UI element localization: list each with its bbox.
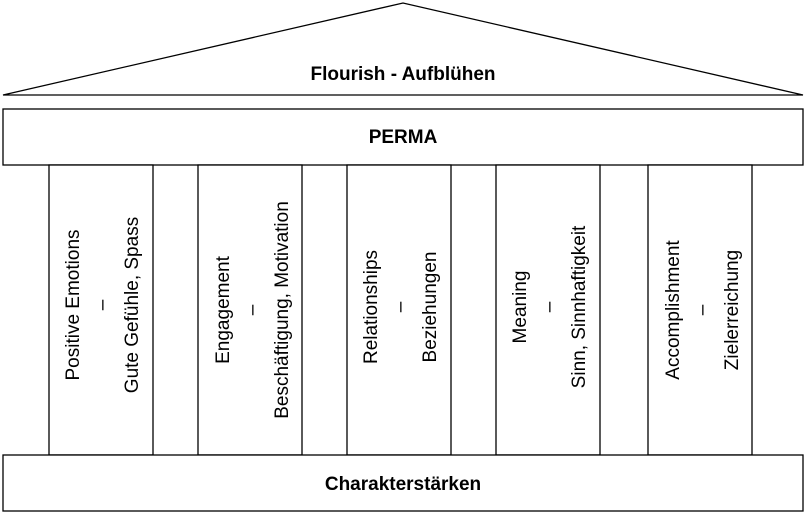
roof-label: Flourish - Aufblühen: [310, 64, 495, 85]
pillar-box: [197, 164, 303, 456]
pillar-meaning: Meaning – Sinn, Sinnhaftigkeit: [495, 164, 601, 456]
pillar-line2: Zielerreichung: [722, 250, 743, 370]
pillar-box: [346, 164, 452, 456]
base-label: Charakterstärken: [325, 474, 481, 495]
pillar-box: [495, 164, 601, 456]
pillar-line2: Beziehungen: [420, 252, 441, 363]
beam-label: PERMA: [369, 127, 438, 148]
pillar-line2: Sinn, Sinnhaftigkeit: [569, 225, 590, 388]
pillar-box: [647, 164, 753, 456]
pillar-relationships: Relationships – Beziehungen: [346, 164, 452, 456]
pillar-line1: Positive Emotions: [63, 229, 84, 380]
pillar-dash: –: [539, 301, 560, 312]
pillar-dash: –: [92, 299, 113, 310]
pillar-dash: –: [692, 304, 713, 315]
pillar-line1: Meaning: [510, 271, 531, 344]
beam-box: [2, 108, 804, 166]
pillar-positive-emotions: Positive Emotions – Gute Gefühle, Spass: [48, 164, 154, 456]
pillar-dash: –: [242, 304, 263, 315]
pillar-box: [48, 164, 154, 456]
roof-triangle: [2, 2, 804, 96]
pillar-line2: Gute Gefühle, Spass: [122, 217, 143, 393]
pillar-dash: –: [390, 301, 411, 312]
pillar-engagement: Engagement – Beschäftigung, Motivation: [197, 164, 303, 456]
base-box: [2, 454, 804, 512]
pillar-line1: Relationships: [361, 250, 382, 364]
pillar-line2: Beschäftigung, Motivation: [272, 201, 293, 419]
pillar-accomplishment: Accomplishment – Zielerreichung: [647, 164, 753, 456]
pillar-line1: Accomplishment: [663, 240, 684, 380]
pillar-line1: Engagement: [213, 255, 234, 363]
